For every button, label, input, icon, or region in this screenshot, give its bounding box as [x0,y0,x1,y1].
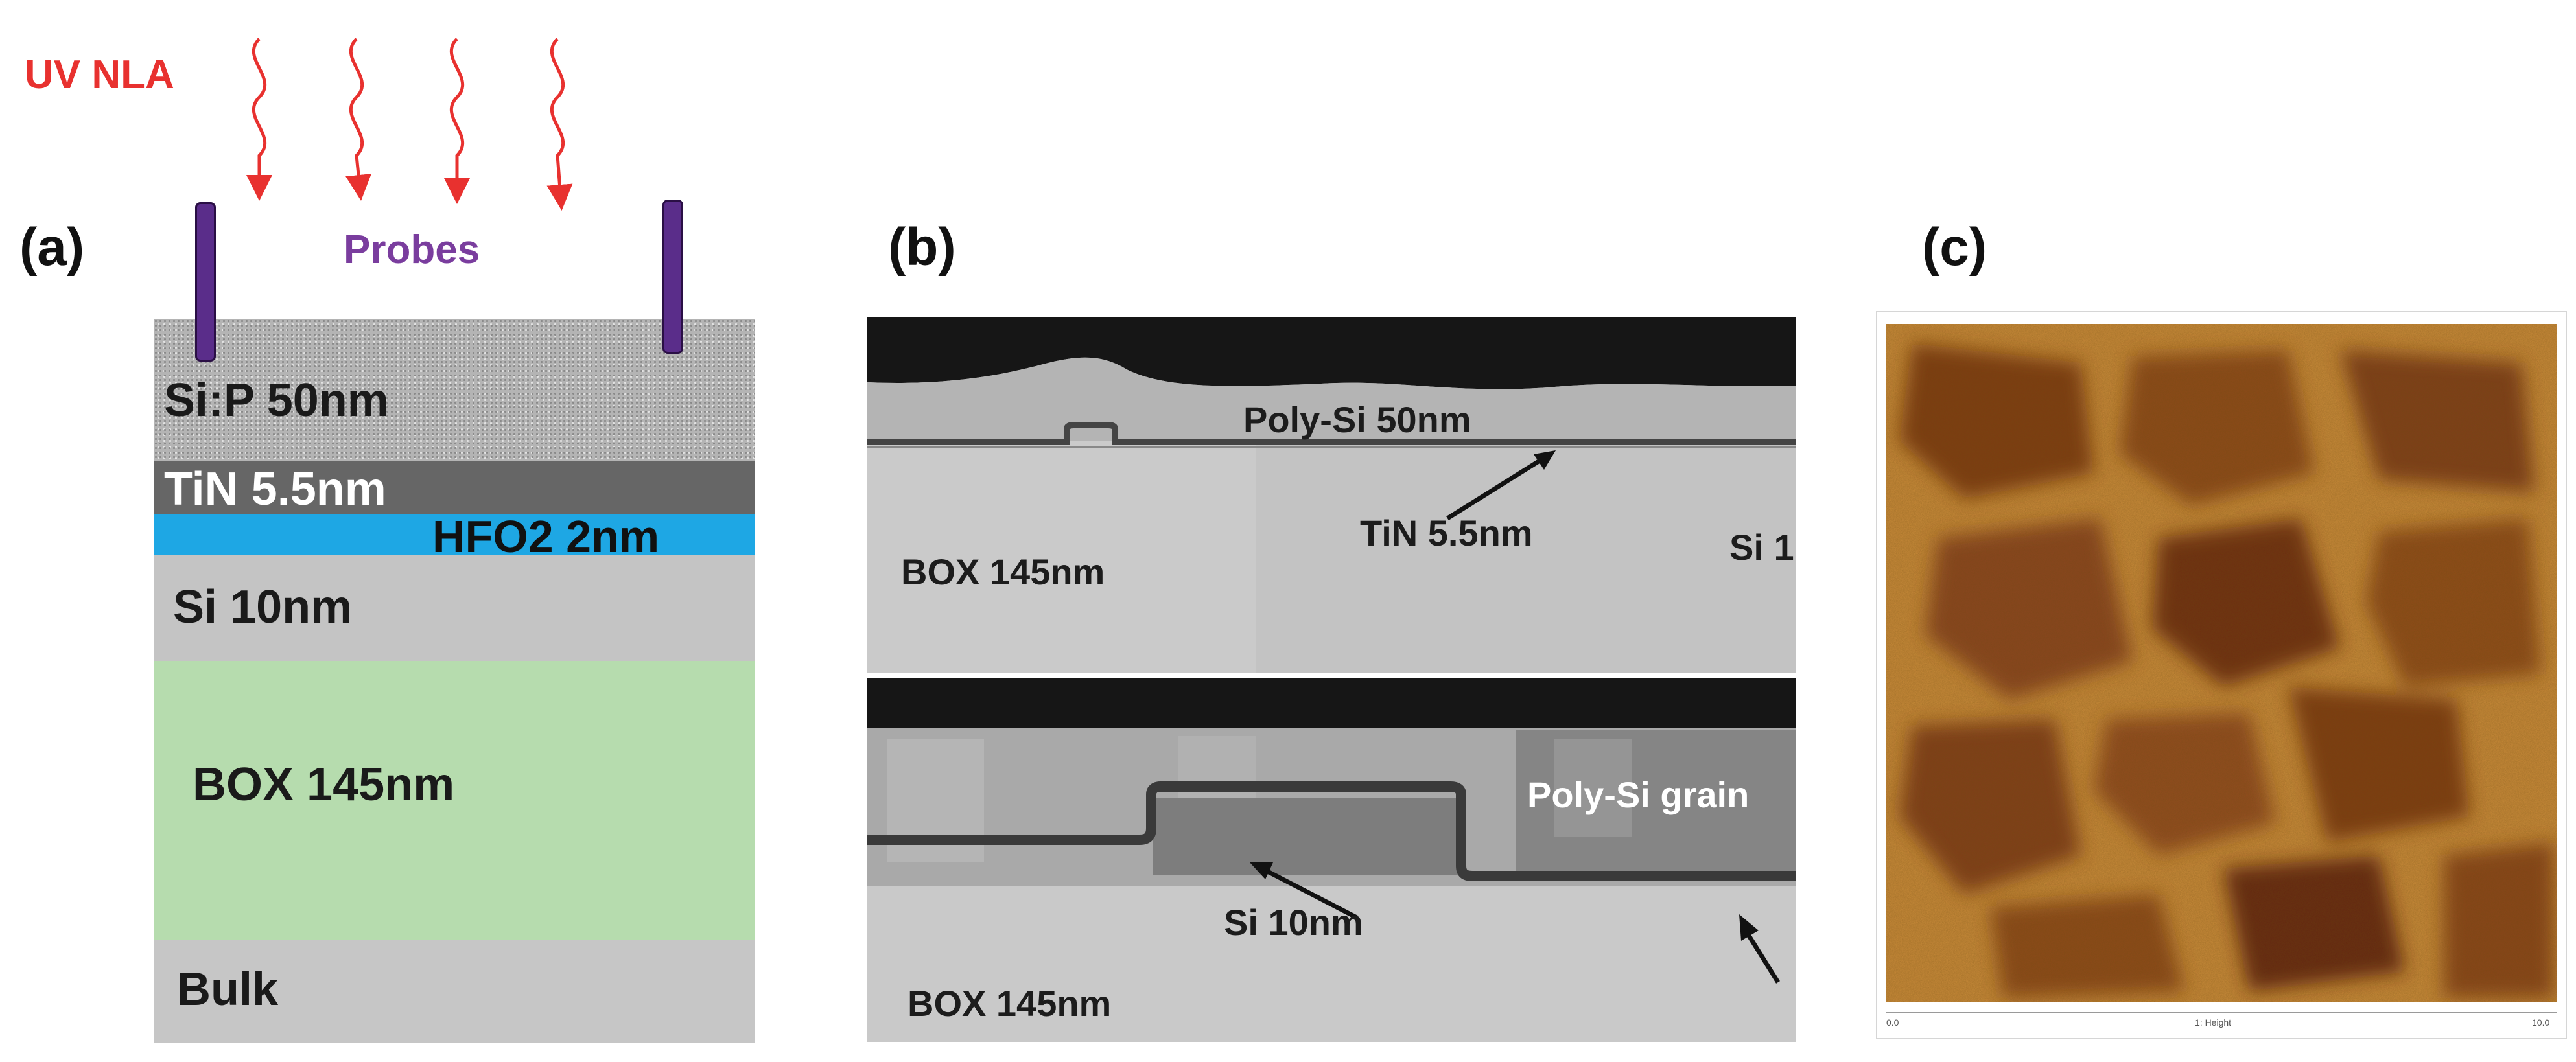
layer-label-hfo2: HFO2 2nm [432,511,660,562]
tem-label-box-top: BOX 145nm [901,551,1105,592]
layer-label-sip: Si:P 50nm [164,375,389,426]
layer-box: BOX 145nm [154,661,755,940]
afm-height-map [1886,324,2557,1002]
layer-hfo2: HFO2 2nm [154,511,755,562]
layer-label-box: BOX 145nm [193,759,455,811]
afm-frame: 0.0 1: Height 10.0 [1876,311,2567,1039]
probes-label: Probes [344,227,480,272]
tem-image-bottom: Poly-Si grain Si 10nm BOX 145nm [867,678,1796,1042]
afm-axis-center: 1: Height [2195,1017,2232,1028]
tem-label-poly-si: Poly-Si 50nm [1243,399,1471,440]
layer-bulk: Bulk [154,940,755,1043]
probe-left [195,202,216,362]
afm-axis-right: 10.0 [2532,1017,2550,1028]
edge-pointer-arrow-icon [1739,914,1780,984]
layer-label-si: Si 10nm [173,581,353,633]
tem-label-si10: Si 10nm [1224,902,1363,943]
uv-nla-label: UV NLA [25,52,174,97]
layer-label-bulk: Bulk [177,964,279,1015]
afm-axis-left: 0.0 [1886,1017,1899,1028]
tem-image-top: Poly-Si 50nm TiN 5.5nm BOX 145nm Si 1 [867,317,1796,673]
probe-right [662,200,683,354]
tem-label-tin: TiN 5.5nm [1360,513,1533,553]
layer-si: Si 10nm [154,555,755,661]
panel-c-letter: (c) [1922,218,1987,277]
panel-b-letter: (b) [888,218,956,277]
si-pointer-arrow-icon [1250,862,1358,920]
tin-pointer-arrow-icon [1446,450,1556,520]
layer-label-tin: TiN 5.5nm [164,463,386,515]
tem-label-poly-grain: Poly-Si grain [1527,774,1750,815]
layer-tin: TiN 5.5nm [154,461,755,515]
uv-arrows-icon [246,38,573,211]
layer-sip: Si:P 50nm [154,319,755,461]
uv-wave-1 [246,38,272,201]
tem-top-structure [867,317,1796,673]
tem-bottom-structure [867,678,1796,1042]
tem-label-box-bottom: BOX 145nm [907,983,1112,1024]
tem-label-si-cut: Si 1 [1729,527,1794,568]
panel-a-letter: (a) [19,218,85,277]
afm-axis-line [1886,1012,2557,1013]
